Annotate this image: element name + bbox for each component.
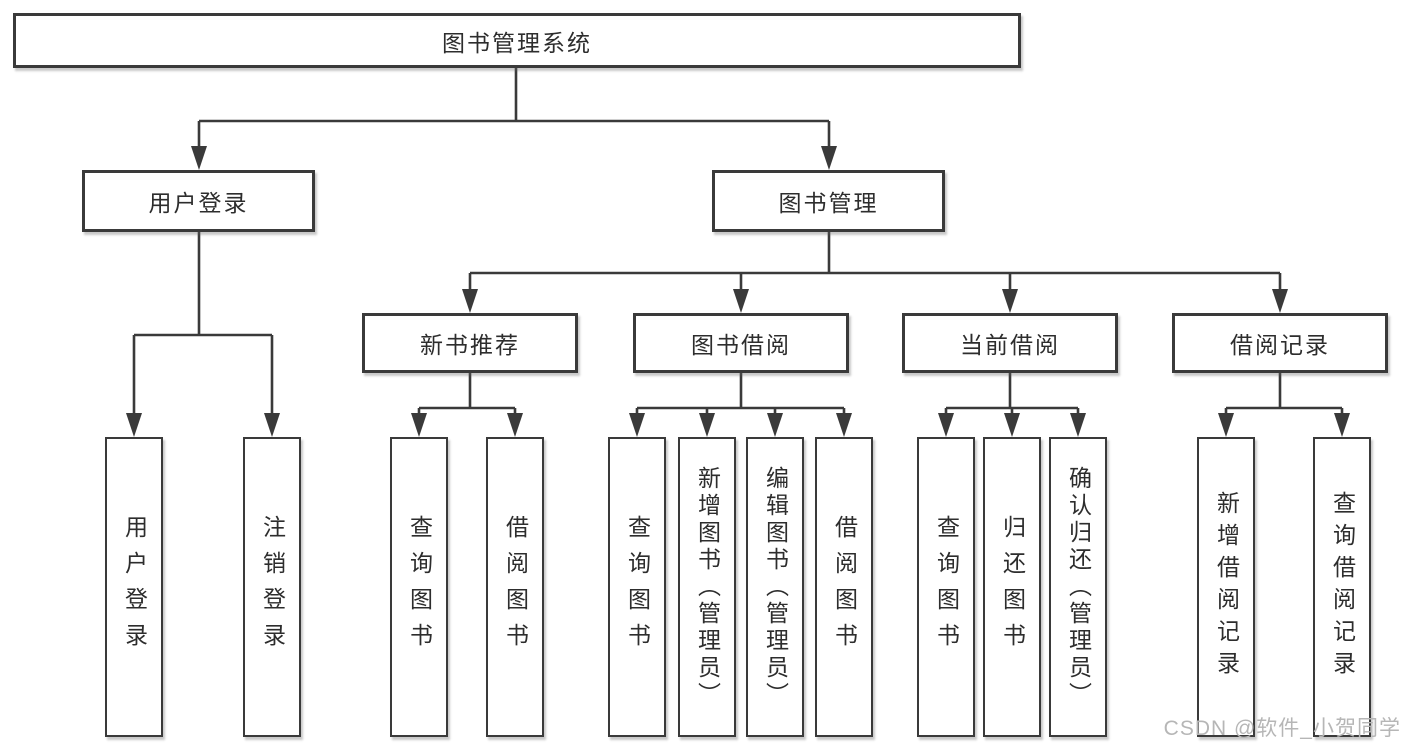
- leaf-query-books-current-label: 查询图书: [933, 515, 960, 659]
- leaf-user-login-label: 用户登录: [121, 515, 148, 659]
- leaf-add-borrow-record: 新增借阅记录: [1197, 437, 1255, 737]
- leaf-borrow-books-recommend: 借阅图书: [486, 437, 544, 737]
- arrowhead: [821, 146, 837, 170]
- leaf-query-books-recommend-label: 查询图书: [406, 515, 433, 659]
- node-book-management: 图书管理: [712, 170, 945, 232]
- node-borrow-records: 借阅记录: [1172, 313, 1388, 373]
- leaf-add-borrow-record-label: 新增借阅记录: [1213, 491, 1240, 683]
- leaf-query-books-borrow-label: 查询图书: [624, 515, 651, 659]
- leaf-query-borrow-record-label: 查询借阅记录: [1329, 491, 1356, 683]
- arrowhead: [462, 289, 478, 313]
- arrowhead: [767, 413, 783, 437]
- arrowhead: [836, 413, 852, 437]
- arrowhead: [191, 146, 207, 170]
- arrowhead: [733, 289, 749, 313]
- connector-root-to-level2: [191, 68, 837, 170]
- arrowhead: [629, 413, 645, 437]
- arrowhead: [938, 413, 954, 437]
- arrowhead: [699, 413, 715, 437]
- leaf-borrow-books-label: 借阅图书: [831, 515, 858, 659]
- leaf-confirm-return-admin: 确认归还（管理员）: [1049, 437, 1107, 737]
- connector-book-management-children: [462, 232, 1288, 313]
- node-book-management-label: 图书管理: [778, 190, 879, 216]
- connector-current-borrow-children: [938, 373, 1086, 437]
- node-library-system-label: 图书管理系统: [442, 29, 592, 56]
- leaf-return-book-label: 归还图书: [999, 515, 1026, 659]
- connector-new-book-children: [411, 373, 523, 437]
- leaf-edit-book-admin: 编辑图书（管理员）: [746, 437, 804, 737]
- arrowhead: [1218, 413, 1234, 437]
- node-borrow-records-label: 借阅记录: [1230, 332, 1330, 358]
- node-new-book-recommend-label: 新书推荐: [420, 332, 520, 358]
- leaf-add-book-admin-label: 新增图书（管理员）: [694, 465, 721, 709]
- arrowhead: [1004, 413, 1020, 437]
- node-new-book-recommend: 新书推荐: [362, 313, 578, 373]
- leaf-query-borrow-record: 查询借阅记录: [1313, 437, 1371, 737]
- node-current-borrow-label: 当前借阅: [960, 332, 1060, 358]
- arrowhead: [126, 413, 142, 437]
- connector-user-login-children: [126, 232, 280, 437]
- arrowhead: [1272, 289, 1288, 313]
- leaf-add-book-admin: 新增图书（管理员）: [678, 437, 736, 737]
- arrowhead: [264, 413, 280, 437]
- connector-borrow-records-children: [1218, 373, 1350, 437]
- leaf-query-books-borrow: 查询图书: [608, 437, 666, 737]
- arrowhead: [1334, 413, 1350, 437]
- node-user-login-label: 用户登录: [148, 190, 249, 216]
- leaf-return-book: 归还图书: [983, 437, 1041, 737]
- node-book-borrow-label: 图书借阅: [691, 332, 791, 358]
- connector-book-borrow-children: [629, 373, 852, 437]
- arrowhead: [411, 413, 427, 437]
- arrowhead: [507, 413, 523, 437]
- node-book-borrow: 图书借阅: [633, 313, 849, 373]
- leaf-query-books-recommend: 查询图书: [390, 437, 448, 737]
- leaf-borrow-books: 借阅图书: [815, 437, 873, 737]
- node-library-system: 图书管理系统: [13, 13, 1021, 68]
- watermark: CSDN @软件_小贺同学: [1163, 717, 1401, 740]
- node-current-borrow: 当前借阅: [902, 313, 1118, 373]
- leaf-edit-book-admin-label: 编辑图书（管理员）: [762, 465, 789, 709]
- node-user-login: 用户登录: [82, 170, 315, 232]
- arrowhead: [1070, 413, 1086, 437]
- leaf-borrow-books-recommend-label: 借阅图书: [502, 515, 529, 659]
- leaf-confirm-return-admin-label: 确认归还（管理员）: [1065, 465, 1092, 709]
- leaf-user-login: 用户登录: [105, 437, 163, 737]
- leaf-logout: 注销登录: [243, 437, 301, 737]
- arrowhead: [1002, 289, 1018, 313]
- leaf-logout-label: 注销登录: [259, 515, 286, 659]
- leaf-query-books-current: 查询图书: [917, 437, 975, 737]
